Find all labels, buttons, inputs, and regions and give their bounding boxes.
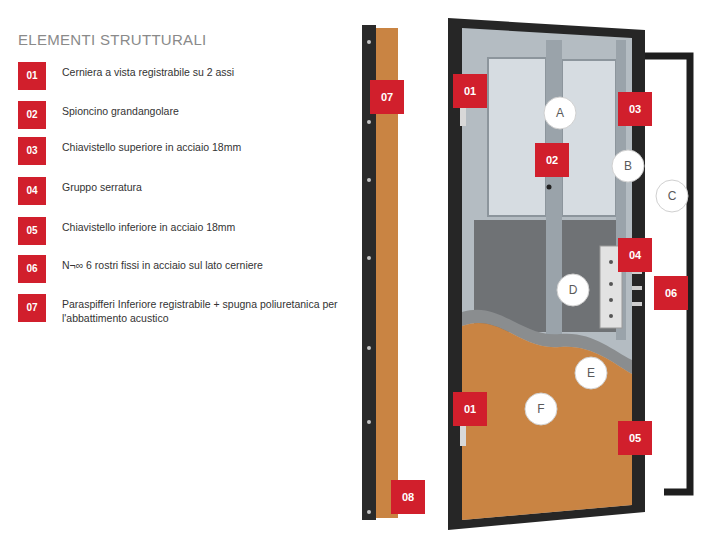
diagram-title: ELEMENTI STRUTTURALI [18,31,207,48]
square-shape [18,101,46,129]
square-shape [654,276,688,310]
square-shape [18,217,46,245]
callout-number: 05 [618,421,652,455]
callout-box: 06 [654,276,688,310]
callout-number: E [574,356,608,390]
callout-number: 02 [535,143,569,177]
part-letter-circle: B [611,149,645,183]
structure-panel [562,60,616,216]
square-shape [18,294,46,322]
item-description: Chiavistello inferiore in acciaio 18mm [62,220,354,234]
callout-box: 03 [618,92,652,126]
callout-number: B [611,149,645,183]
callout-number: 01 [18,62,46,90]
circle-shape [525,393,557,425]
lock-holes [609,260,613,318]
callout-number: 01 [453,392,487,426]
list-item-box: 05Chiavistello inferiore in acciaio 18mm [18,217,46,245]
callout-number: C [655,179,689,213]
callout-box: 08 [391,480,425,514]
list-item-box: 06N¬∞ 6 rostri fissi in acciaio sul lato… [18,255,46,283]
list-item-box: 04Gruppo serratura [18,177,46,205]
structure-panel [488,58,546,216]
square-shape [535,143,569,177]
fixed-bolts [632,270,642,306]
callout-number: 04 [18,177,46,205]
square-shape [453,392,487,426]
callout-box: 04 [618,238,652,272]
callout-box: 01 [453,74,487,108]
square-shape [370,80,404,114]
callout-number: F [524,392,558,426]
circle-shape [557,274,589,306]
list-item-box: 03Chiavistello superiore in acciaio 18mm [18,137,46,165]
callout-number: 08 [391,480,425,514]
item-description: Chiavistello superiore in acciaio 18mm [62,140,354,154]
list-item-box: 02Spioncino grandangolare [18,101,46,129]
callout-number: 05 [18,217,46,245]
callout-number: 03 [18,137,46,165]
list-item-box: 01Cerniera a vista registrabile su 2 ass… [18,62,46,90]
part-letter-circle: F [524,392,558,426]
callout-box: 02 [535,143,569,177]
callout-number: 01 [453,74,487,108]
item-description: Paraspifferi Inferiore registrabile + sp… [62,297,354,325]
square-shape [18,62,46,90]
list-item-box: 07Paraspifferi Inferiore registrabile + … [18,294,46,322]
item-description: Gruppo serratura [62,180,354,194]
square-shape [18,137,46,165]
callout-box: 01 [453,392,487,426]
callout-number: 06 [654,276,688,310]
hinge [460,424,466,446]
part-letter-circle: E [574,356,608,390]
callout-number: 07 [370,80,404,114]
part-letter-circle: D [556,273,590,307]
circle-shape [656,180,688,212]
circle-shape [544,97,576,129]
callout-number: 02 [18,101,46,129]
square-shape [391,480,425,514]
callout-box: 05 [618,421,652,455]
item-description: Cerniera a vista registrabile su 2 assi [62,65,354,79]
square-shape [18,177,46,205]
item-description: N¬∞ 6 rostri fissi in acciaio sul lato c… [62,258,354,272]
square-shape [453,74,487,108]
part-letter-circle: C [655,179,689,213]
callout-number: 03 [618,92,652,126]
door-leaf-metal [462,28,632,520]
circle-shape [612,150,644,182]
square-shape [618,421,652,455]
callout-number: A [543,96,577,130]
peephole [547,185,552,190]
callout-number: D [556,273,590,307]
square-shape [18,255,46,283]
callout-number: 07 [18,294,46,322]
wood-cladding [462,323,632,520]
circle-shape [575,357,607,389]
square-shape [618,238,652,272]
callout-box: 07 [370,80,404,114]
callout-number: 06 [18,255,46,283]
part-letter-circle: A [543,96,577,130]
item-description: Spioncino grandangolare [62,104,354,118]
door-frame [448,18,645,530]
square-shape [618,92,652,126]
callout-number: 04 [618,238,652,272]
